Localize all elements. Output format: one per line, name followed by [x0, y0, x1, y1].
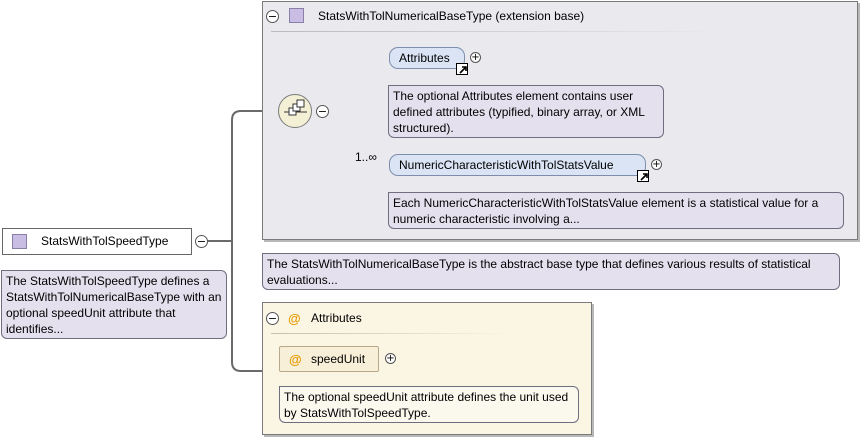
- speed-unit-name: speedUnit: [311, 352, 366, 366]
- link-arrow-icon: [637, 170, 649, 182]
- speed-unit-attribute[interactable]: @ speedUnit: [279, 346, 379, 372]
- attribute-icon: @: [288, 311, 301, 326]
- attributes-element-doc: The optional Attributes element contains…: [388, 85, 664, 138]
- root-collapse-toggle[interactable]: −: [195, 235, 208, 248]
- base-type-title: StatsWithTolNumericalBaseType (extension…: [318, 9, 585, 23]
- attributes-group-collapse-toggle[interactable]: −: [266, 312, 279, 325]
- type-icon: [289, 8, 304, 23]
- attributes-expand-toggle[interactable]: +: [470, 52, 481, 63]
- sequence-compositor[interactable]: [278, 94, 312, 128]
- type-icon: [12, 234, 27, 249]
- attributes-header-line: [271, 333, 511, 334]
- numeric-expand-toggle[interactable]: +: [651, 159, 662, 170]
- attributes-element[interactable]: Attributes: [389, 47, 465, 69]
- compositor-collapse-toggle[interactable]: −: [316, 105, 329, 118]
- attribute-icon: @: [289, 352, 302, 367]
- root-doc: The StatsWithTolSpeedType defines a Stat…: [1, 270, 227, 339]
- speed-unit-expand-toggle[interactable]: +: [385, 353, 396, 364]
- base-type-collapse-toggle[interactable]: −: [266, 10, 279, 23]
- numeric-element-doc: Each NumericCharacteristicWithTolStatsVa…: [388, 192, 844, 229]
- speed-unit-doc: The optional speedUnit attribute defines…: [279, 386, 579, 423]
- numeric-characteristic-element[interactable]: NumericCharacteristicWithTolStatsValue: [389, 154, 646, 176]
- base-type-doc: The StatsWithTolNumericalBaseType is the…: [262, 253, 840, 290]
- link-arrow-icon: [456, 63, 468, 75]
- root-type-box[interactable]: StatsWithTolSpeedType: [2, 228, 192, 255]
- numeric-multiplicity: 1..∞: [355, 150, 377, 164]
- base-type-header-line: [271, 31, 721, 32]
- attributes-group-title: Attributes: [311, 311, 362, 325]
- sequence-compositor-icon: [284, 99, 307, 116]
- root-type-name: StatsWithTolSpeedType: [41, 234, 169, 248]
